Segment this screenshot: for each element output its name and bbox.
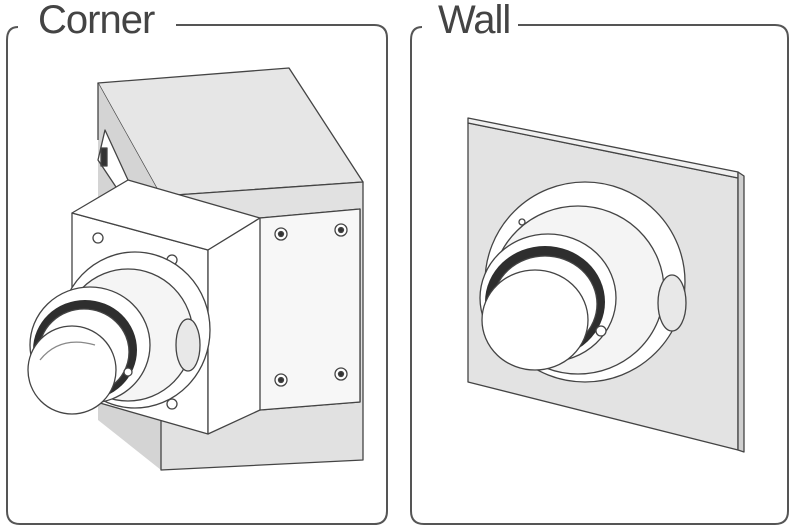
wall-camera <box>479 181 687 383</box>
corner-panel-frame <box>6 24 388 525</box>
bracket-screws <box>92 223 348 410</box>
corner-title: Corner <box>30 0 163 44</box>
wall-panel-frame <box>410 24 789 525</box>
wall-title: Wall <box>430 0 519 44</box>
corner-camera <box>27 251 211 415</box>
corner-mount-illustration <box>27 67 364 471</box>
wall-mount-illustration <box>467 117 745 453</box>
